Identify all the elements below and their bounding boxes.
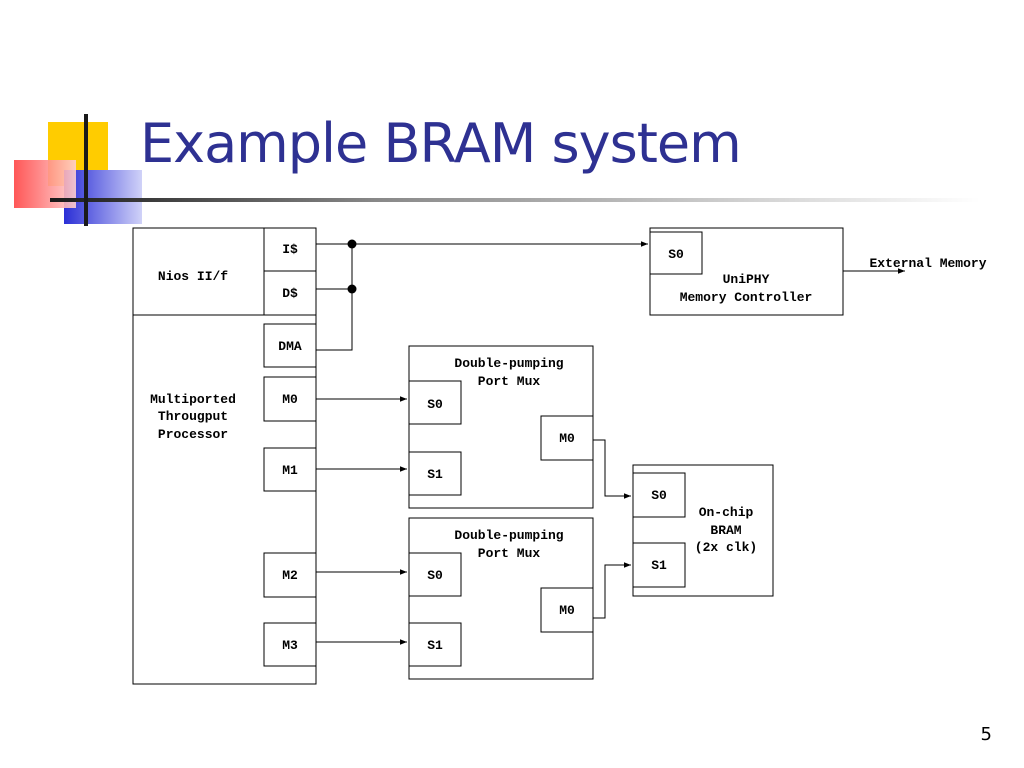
bus-junction-top (347, 239, 357, 249)
mtp-label-line-2: Througput (158, 409, 228, 424)
mux-bottom-label-line-2: Port Mux (478, 546, 541, 561)
mtp-block (132, 314, 317, 685)
nios-label: Nios II/f (158, 269, 228, 284)
bram-s1-port (632, 542, 686, 588)
bram-s0-label: S0 (651, 488, 667, 503)
mux-bottom-s1-port (408, 622, 462, 667)
mtp-m2-label: M2 (282, 568, 298, 583)
dma-label: DMA (278, 339, 302, 354)
mux-top-s0-port (408, 380, 462, 425)
mtp-label-line-3: Processor (158, 427, 228, 442)
dma-wire (316, 244, 353, 351)
bram-label-line-3: (2x clk) (695, 540, 757, 555)
mux-bottom-s0-label: S0 (427, 568, 443, 583)
mux-bottom-to-bram-s1 (593, 562, 631, 619)
external-memory-label: External Memory (869, 256, 986, 271)
uniphy-s0-port (649, 231, 703, 275)
bram-s0-port (632, 472, 686, 518)
title-rule (50, 198, 980, 202)
mux-top-to-bram-s0 (593, 439, 631, 499)
page-number: 5 (980, 724, 992, 745)
mux-top-s1-port (408, 451, 462, 496)
bram-label-line-1: On-chip (699, 505, 754, 520)
icache-label: I$ (282, 242, 298, 257)
bram-block (632, 464, 774, 597)
uniphy-s0-label: S0 (668, 247, 684, 262)
vertical-bar (84, 114, 88, 226)
mux-top-m0-port (540, 415, 594, 461)
bus-junction-middle (347, 284, 357, 294)
dcache-label: D$ (282, 286, 298, 301)
blue-square (64, 170, 142, 224)
mtp-m0-label: M0 (282, 392, 298, 407)
mtp-m3-label: M3 (282, 638, 298, 653)
uniphy-label-line-1: UniPHY (723, 272, 770, 287)
mux-bottom-label-line-1: Double-pumping (454, 528, 563, 543)
mux-top-label-line-1: Double-pumping (454, 356, 563, 371)
mtp-m3-port (263, 622, 317, 667)
slide-title: Example BRAM system (140, 112, 742, 175)
bram-label-line-2: BRAM (710, 523, 741, 538)
mux-top-s0-label: S0 (427, 397, 443, 412)
mux-bottom-m0-label: M0 (559, 603, 575, 618)
mux-bottom-s1-label: S1 (427, 638, 443, 653)
mux-top-label-line-2: Port Mux (478, 374, 541, 389)
dma-port (263, 323, 317, 368)
mux-top-m0-label: M0 (559, 431, 575, 446)
mtp-label-line-1: Multiported (150, 392, 236, 407)
mtp-m2-port (263, 552, 317, 598)
bram-s1-label: S1 (651, 558, 667, 573)
mux-bottom-s0-port (408, 552, 462, 597)
uniphy-label-line-2: Memory Controller (680, 290, 813, 305)
mux-top-s1-label: S1 (427, 467, 443, 482)
mtp-m1-label: M1 (282, 463, 298, 478)
dcache-port (263, 270, 317, 316)
mux-bottom-m0-port (540, 587, 594, 633)
